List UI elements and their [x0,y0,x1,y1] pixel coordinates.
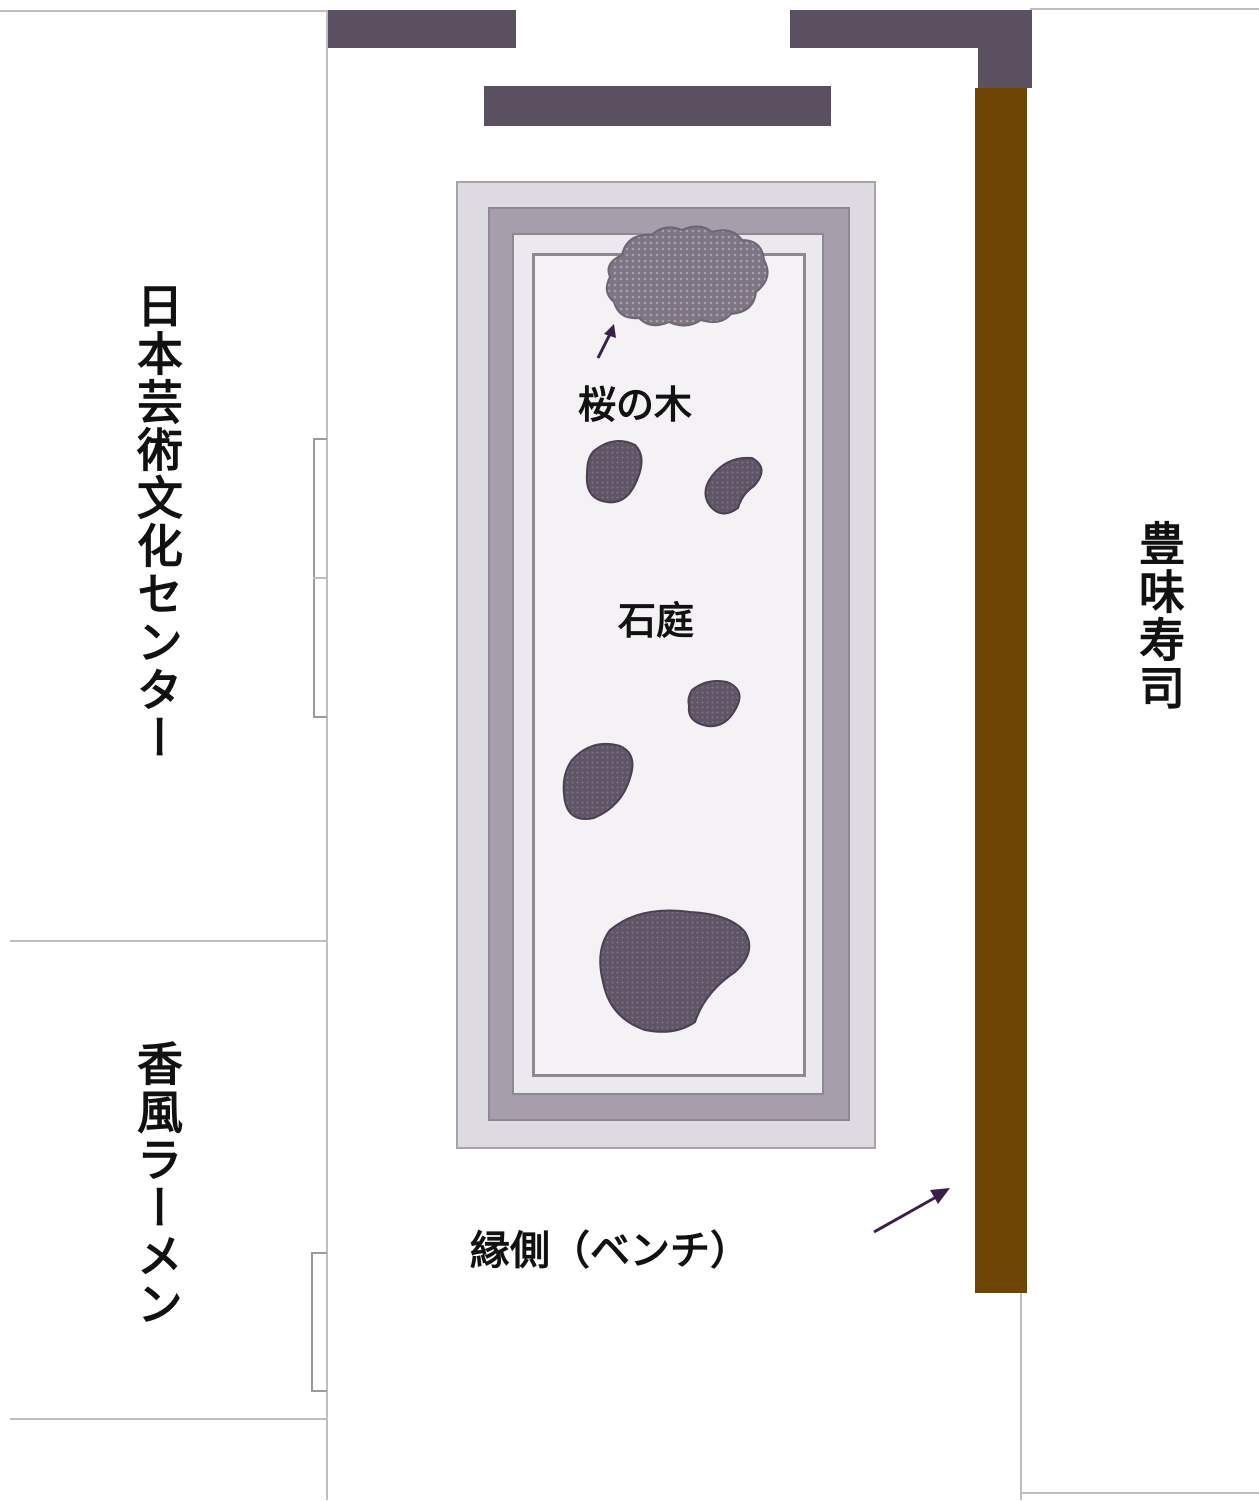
left-building-divider [10,940,328,942]
wall-inner [484,86,831,126]
tree-label: 桜の木 [578,383,693,427]
rock-5 [599,909,751,1033]
right-building-label: 豊味寿司 [1132,520,1186,712]
left-building-right-edge [326,10,328,1500]
rock-3 [687,680,741,728]
bench-arrow-head [930,1188,950,1204]
rock-4 [562,742,634,820]
left-building-bottom-edge [10,1418,328,1420]
left-door-1-mid [313,577,327,579]
wall-right-corner [978,10,1032,88]
left-door-2 [311,1252,327,1392]
bench-label: 縁側（ベンチ） [470,1228,750,1274]
engawa-bench [975,88,1027,1293]
garden-name-label: 石庭 [618,599,695,643]
left-bottom-building-label: 香風ラーメン [130,1040,184,1328]
wall-top-left [328,10,516,48]
right-building-bottom-edge [1020,1492,1259,1494]
right-building-lower-edge [1020,1290,1022,1500]
tree-arrow-head [604,324,616,338]
right-building-top-edge [1030,8,1259,10]
bench-arrow [873,1194,939,1234]
rock-2 [704,456,763,515]
cherry-tree-canopy [605,225,769,327]
left-building-top-edge [0,10,330,12]
left-top-building-label: 日本芸術文化センター [130,282,184,762]
rock-1 [585,440,643,504]
